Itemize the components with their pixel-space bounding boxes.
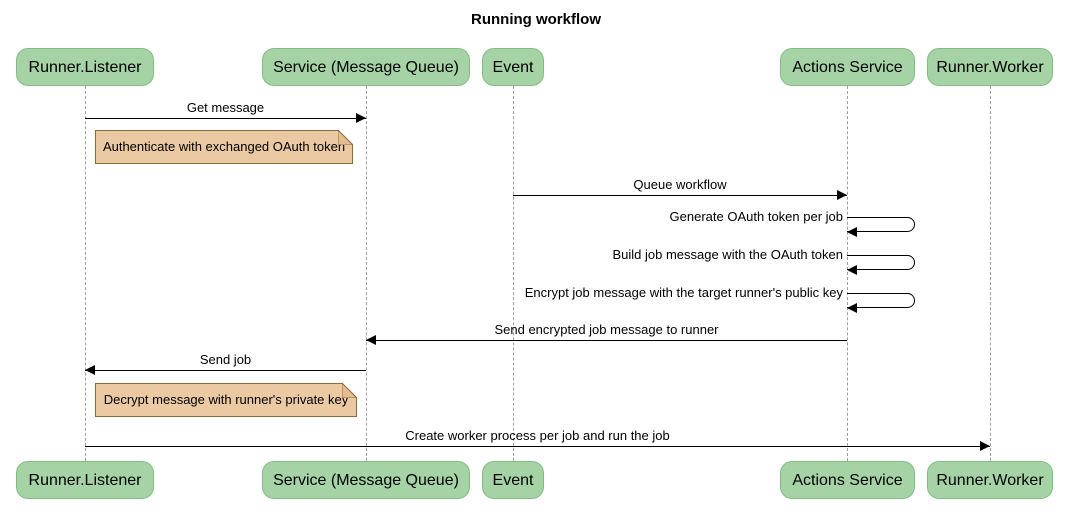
participant-box-runner-listener-top: Runner.Listener [16, 48, 154, 86]
message-line-queue-workflow [513, 195, 847, 196]
arrowhead-left-icon [847, 303, 857, 313]
self-loop-build-job-message [847, 255, 915, 270]
arrowhead-right-icon [837, 190, 847, 200]
participant-box-service-message-queue-top: Service (Message Queue) [262, 48, 470, 86]
note-authenticate: Authenticate with exchanged OAuth token [95, 130, 353, 164]
lifeline-runner-worker [990, 86, 991, 461]
participant-box-actions-service-bottom: Actions Service [780, 461, 915, 499]
lifeline-event [513, 86, 514, 461]
self-loop-encrypt-job-message [847, 293, 915, 308]
note-decrypt: Decrypt message with runner's private ke… [95, 383, 357, 417]
message-label-send-job: Send job [199, 352, 252, 367]
arrowhead-left-icon [366, 335, 376, 345]
participant-box-runner-worker-bottom: Runner.Worker [927, 461, 1053, 499]
message-line-send-job [85, 370, 366, 371]
participant-box-runner-listener-bottom: Runner.Listener [16, 461, 154, 499]
arrowhead-left-icon [85, 365, 95, 375]
participant-box-runner-worker-top: Runner.Worker [927, 48, 1053, 86]
participant-box-event-top: Event [482, 48, 544, 86]
message-label-get-message: Get message [186, 100, 265, 115]
message-label-build-job-message: Build job message with the OAuth token [612, 247, 843, 262]
message-line-send-encrypted-job [366, 340, 847, 341]
self-loop-generate-oauth-token [847, 217, 915, 232]
diagram-title: Running workflow [471, 11, 601, 28]
participant-box-event-bottom: Event [482, 461, 544, 499]
arrowhead-left-icon [847, 265, 857, 275]
note-label: Decrypt message with runner's private ke… [103, 392, 349, 407]
message-label-queue-workflow: Queue workflow [633, 177, 727, 192]
message-label-create-worker: Create worker process per job and run th… [405, 428, 670, 443]
participant-box-actions-service-top: Actions Service [780, 48, 915, 86]
message-line-get-message [85, 118, 366, 119]
message-label-encrypt-job-message: Encrypt job message with the target runn… [524, 285, 843, 300]
message-label-send-encrypted-job: Send encrypted job message to runner [494, 322, 719, 337]
note-fold-icon [342, 383, 357, 398]
arrowhead-right-icon [980, 441, 990, 451]
participant-box-service-message-queue-bottom: Service (Message Queue) [262, 461, 470, 499]
lifeline-runner-listener [85, 86, 86, 461]
lifeline-service-message-queue [366, 86, 367, 461]
message-label-generate-oauth-token: Generate OAuth token per job [669, 209, 843, 224]
arrowhead-left-icon [847, 227, 857, 237]
arrowhead-right-icon [356, 113, 366, 123]
message-line-create-worker [85, 446, 990, 447]
note-label: Authenticate with exchanged OAuth token [102, 139, 346, 154]
note-fold-icon [338, 130, 353, 145]
